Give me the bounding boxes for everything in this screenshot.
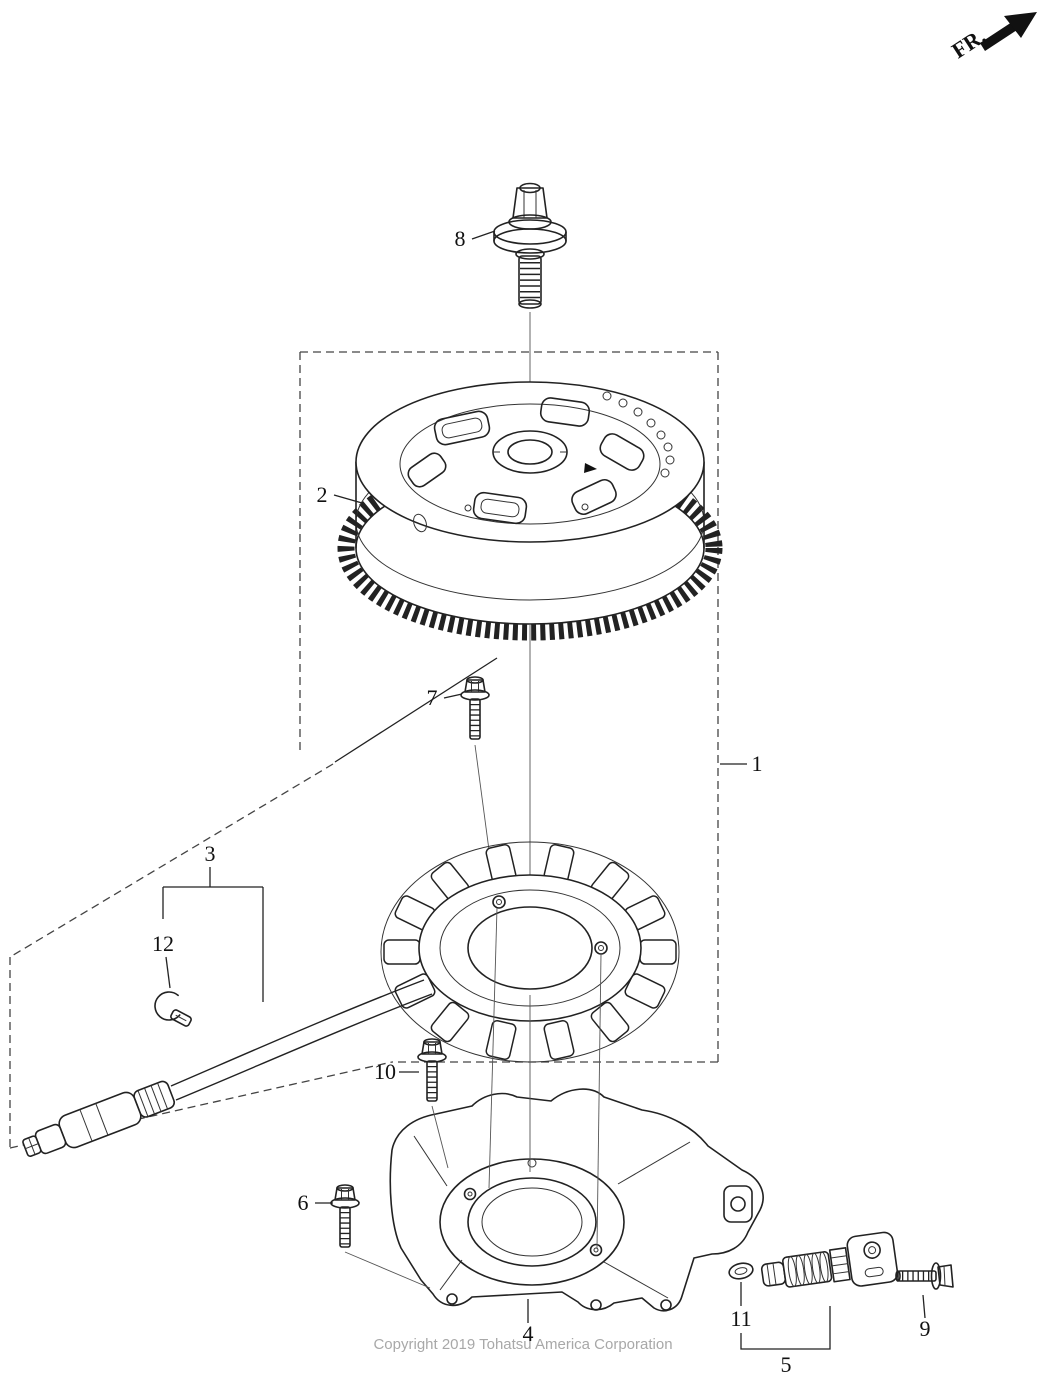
flywheel-drawing (337, 381, 723, 641)
callout-4: 4 (523, 1321, 534, 1346)
callout-6: 6 (298, 1190, 309, 1215)
fr-arrow-icon (980, 22, 1017, 51)
stator-base-drawing (389, 1088, 764, 1312)
alignment-lines-lower (344, 907, 602, 1289)
bolt-10-drawing (417, 1038, 447, 1102)
callout-10: 10 (374, 1059, 396, 1084)
stator-coils (383, 844, 677, 1060)
callout-7: 7 (427, 685, 438, 710)
stator-center-hole (467, 906, 593, 990)
bolt-6-drawing (330, 1184, 360, 1248)
callout-8: 8 (455, 226, 466, 251)
callout-11: 11 (730, 1306, 751, 1331)
callout-9: 9 (920, 1316, 931, 1341)
sensor-drawing (760, 1231, 899, 1288)
o-ring-drawing (728, 1262, 754, 1280)
wire-clamp-drawing (154, 991, 192, 1027)
stator-drawing (22, 841, 680, 1157)
leader-lines (162, 230, 926, 1350)
fr-arrow-icon (1004, 12, 1037, 38)
bolt-7-drawing (460, 676, 490, 740)
flywheel-bolt-drawing (493, 182, 567, 309)
magnet-rivets (602, 391, 675, 478)
timing-arrow-icon (584, 463, 597, 473)
callout-2: 2 (317, 482, 328, 507)
callout-12: 12 (152, 931, 174, 956)
bolt-9-drawing (895, 1262, 954, 1290)
harness-connector (22, 1080, 176, 1157)
harness-wire (170, 979, 425, 1087)
harness-wire (175, 993, 433, 1101)
callout-1: 1 (752, 751, 763, 776)
copyright-text: Copyright 2019 Tohatsu America Corporati… (373, 1336, 672, 1353)
flywheel-top-face (355, 381, 705, 543)
flywheel-hub (492, 430, 568, 474)
fr-direction-indicator: FR. (947, 12, 1037, 63)
callout-3: 3 (205, 841, 216, 866)
fr-label: FR. (947, 23, 990, 63)
callout-5: 5 (781, 1352, 792, 1377)
